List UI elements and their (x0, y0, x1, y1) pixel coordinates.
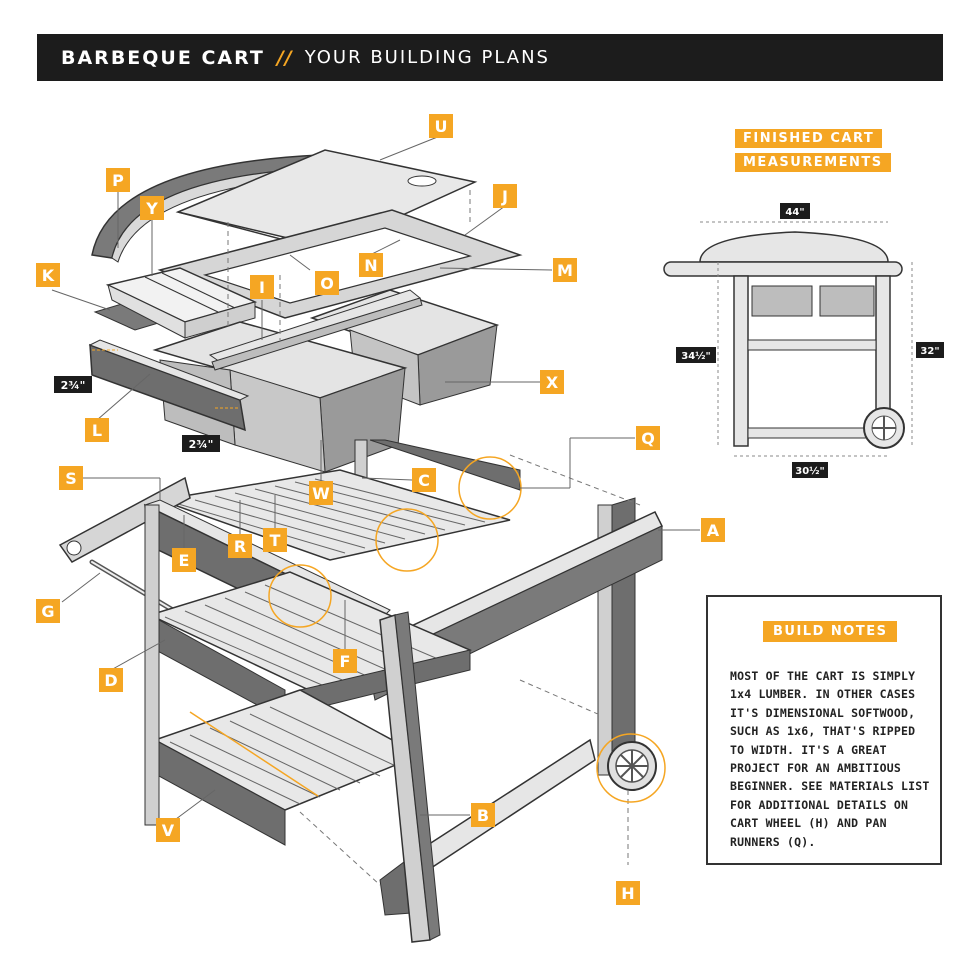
cutting-board-part (175, 149, 478, 249)
part-label-y: Y (140, 196, 164, 220)
build-notes-body: MOST OF THE CART IS SIMPLY 1x4 LUMBER. I… (730, 669, 930, 849)
part-label-o: O (315, 271, 339, 295)
shelf-center-mark (189, 711, 319, 797)
part-label-d: D (99, 668, 123, 692)
front-handle-part (58, 476, 191, 563)
front-post-left (144, 504, 160, 826)
part-label-h: H (616, 881, 640, 905)
part-label-q: Q (636, 426, 660, 450)
part-label-text-g: G (41, 602, 54, 621)
part-label-text-u: U (435, 117, 448, 136)
header-title: BARBEQUE CART (61, 46, 265, 69)
part-label-m: M (553, 258, 577, 282)
finished-title-line1: FINISHED CART (735, 129, 883, 148)
part-label-text-o: O (320, 274, 334, 293)
part-label-text-e: E (179, 551, 190, 570)
part-label-k: K (36, 263, 60, 287)
part-label-text-i: I (259, 278, 265, 297)
header-banner: BARBEQUE CART // YOUR BUILDING PLANS (37, 34, 943, 81)
header-separator: // (276, 46, 293, 69)
part-label-a: A (701, 518, 725, 542)
part-label-j: J (493, 184, 517, 208)
dimension-tag-2: 2¾" (182, 435, 220, 452)
part-label-x: X (540, 370, 564, 394)
part-label-s: S (59, 466, 83, 490)
part-label-text-f: F (340, 652, 351, 671)
part-label-t: T (263, 528, 287, 552)
caddy-divider (161, 272, 236, 309)
finished-title-line2: MEASUREMENTS (735, 153, 891, 172)
part-label-text-y: Y (145, 199, 158, 218)
lower-rail-part (419, 738, 596, 874)
dimension-tag-1: 2¾" (54, 376, 92, 393)
part-label-text-m: M (557, 261, 573, 280)
part-label-text-c: C (418, 471, 430, 490)
part-label-i: I (250, 275, 274, 299)
part-label-l: L (85, 418, 109, 442)
dim-44: 44" (785, 207, 804, 218)
part-label-text-v: V (162, 821, 175, 840)
part-label-b: B (471, 803, 495, 827)
cutting-board-hole (407, 175, 437, 187)
build-notes-title: BUILD NOTES (763, 621, 898, 642)
part-label-r: R (228, 534, 252, 558)
cart-wheel-spokes (616, 750, 648, 782)
part-label-p: P (106, 168, 130, 192)
dim-34-half: 34½" (681, 351, 710, 362)
build-notes-box: BUILD NOTES MOST OF THE CART IS SIMPLY 1… (706, 595, 942, 865)
part-labels: U P Y J K I O N M L X S C W Q E R T A G F D V B H (36, 114, 725, 905)
part-label-text-n: N (364, 256, 377, 275)
part-label-text-x: X (546, 373, 559, 392)
part-label-text-l: L (92, 421, 102, 440)
part-label-text-r: R (234, 537, 246, 556)
part-label-c: C (412, 468, 436, 492)
part-label-text-s: S (65, 469, 77, 488)
part-label-text-b: B (477, 806, 489, 825)
part-label-text-k: K (42, 266, 55, 285)
header-subtitle: YOUR BUILDING PLANS (304, 47, 550, 68)
finished-cart-elevation: 44" 34½" 32" 30½" (663, 203, 944, 478)
part-label-e: E (172, 548, 196, 572)
part-label-text-p: P (112, 171, 124, 190)
front-post-right-side (394, 611, 441, 941)
dimension-text-1: 2¾" (61, 379, 86, 392)
part-label-n: N (359, 253, 383, 277)
handle-hole (66, 540, 82, 556)
part-label-f: F (333, 649, 357, 673)
lower-shelf-slats (169, 706, 401, 805)
part-label-u: U (429, 114, 453, 138)
part-label-text-a: A (707, 521, 720, 540)
back-rail-upper (369, 439, 521, 491)
caddy-side (184, 301, 256, 339)
part-label-g: G (36, 599, 60, 623)
leader-lines (51, 135, 700, 823)
part-label-text-q: Q (641, 429, 655, 448)
caddy-divider (144, 276, 219, 313)
dim-30-half: 30½" (795, 466, 824, 477)
part-label-v: V (156, 818, 180, 842)
part-label-text-t: T (270, 531, 281, 550)
part-label-w: W (309, 481, 333, 505)
pan-support-rail-top (88, 339, 250, 401)
part-label-text-d: D (104, 671, 117, 690)
part-label-text-h: H (621, 884, 634, 903)
dimension-text-2: 2¾" (189, 438, 214, 451)
part-label-text-j: J (501, 187, 508, 206)
part-label-text-w: W (312, 484, 330, 503)
dim-32: 32" (920, 346, 939, 357)
rail-strip-lower (211, 297, 423, 371)
